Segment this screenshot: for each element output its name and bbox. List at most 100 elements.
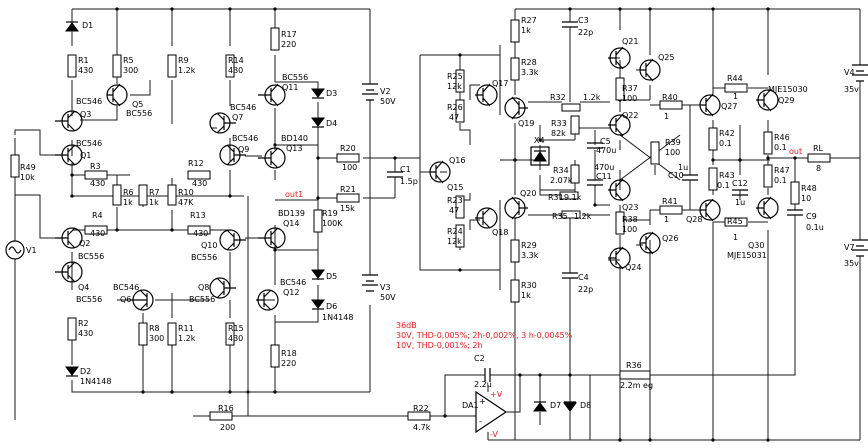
label-q22: Q22 — [622, 111, 638, 120]
label-d8: D8 — [580, 401, 591, 410]
resistor-r25 — [455, 69, 465, 93]
label-r12: R12 — [188, 159, 204, 168]
label-q4: Q4 — [78, 283, 89, 292]
transistor-q22 — [608, 113, 631, 137]
value-r3: 430 — [90, 179, 105, 188]
label-q21: Q21 — [622, 37, 638, 46]
value-r27: 1k — [521, 26, 531, 35]
label-r15: R15 — [228, 324, 244, 333]
value-q9: BC546 — [232, 134, 258, 143]
resistor-r8 — [138, 322, 148, 346]
resistor-r3 — [84, 170, 108, 180]
resistor-r35 — [561, 210, 581, 219]
label-d6: D6 — [326, 302, 337, 311]
value-r47: 0.1 — [774, 176, 787, 185]
resistor-r11 — [167, 322, 177, 346]
resistor-r43 — [708, 167, 718, 191]
opamp-da1 — [475, 390, 521, 434]
transistor-q12 — [256, 289, 279, 311]
capacitor-c11 — [587, 179, 603, 186]
label-c9: C9 — [806, 212, 817, 221]
battery-v7 — [852, 239, 868, 265]
ac-source-v1 — [5, 225, 25, 265]
label-r7: R7 — [149, 188, 160, 197]
resistor-r31 — [559, 191, 579, 200]
label-v3: V3 — [380, 283, 391, 292]
value-q30: MJE15031 — [727, 251, 767, 260]
battery-v4 — [852, 64, 868, 95]
label-c5: C5 — [600, 137, 611, 146]
gain-annotation: 36dB — [396, 321, 417, 330]
label-r6: R6 — [123, 188, 134, 197]
value-v2: 50V — [380, 97, 396, 106]
label-r40: R40 — [662, 93, 678, 102]
labels: D1 R1 430 R5 300 Q5 BC556 R9 1.2k R14 43… — [20, 16, 859, 439]
value-r36: 2.2m eg — [620, 381, 653, 390]
label-r43: R43 — [719, 171, 735, 180]
value-c9: 0.1u — [806, 223, 824, 232]
resistor-r36 — [619, 370, 651, 380]
resistor-r49 — [10, 154, 20, 178]
resistor-r27 — [510, 19, 520, 43]
label-r33: R33 — [551, 119, 567, 128]
label-c10: C10 — [668, 171, 684, 180]
value-q10: BC556 — [191, 253, 217, 262]
value-r5: 300 — [123, 66, 138, 75]
label-r41: R41 — [662, 197, 678, 206]
label-r27: R27 — [521, 16, 537, 25]
resistor-r22 — [407, 411, 431, 421]
label-r36: R36 — [626, 361, 642, 370]
value-q8: BC556 — [189, 295, 215, 304]
label-q23: Q23 — [622, 203, 638, 212]
value-r38: 100 — [622, 225, 637, 234]
resistor-r30 — [510, 279, 520, 303]
resistor-r1 — [67, 54, 77, 78]
transistor-q9 — [219, 144, 246, 166]
value-c1: 1.5p — [400, 177, 418, 186]
value-r48: 10 — [801, 194, 811, 203]
sources — [5, 64, 868, 434]
value-c2: 2.2u — [474, 380, 492, 389]
value-r22: 4.7k — [413, 423, 431, 432]
value-q13: BD140 — [281, 134, 308, 143]
label-q24: Q24 — [625, 263, 641, 272]
value-v3: 50V — [380, 293, 396, 302]
value-c3: 22p — [578, 28, 593, 37]
label-d5: D5 — [326, 272, 337, 281]
label-r17: R17 — [281, 30, 297, 39]
label-r48: R48 — [801, 184, 817, 193]
value-r40: 1 — [664, 112, 669, 121]
diode-d8 — [563, 401, 577, 412]
transistor-q16 — [429, 160, 451, 184]
value-r33: 82k — [551, 129, 566, 138]
transistor-q25 — [639, 58, 661, 82]
value-r11: 1.2k — [178, 334, 196, 343]
label-q5: Q5 — [132, 100, 143, 109]
capacitor-c4 — [562, 270, 578, 285]
label-r16: R16 — [218, 404, 234, 413]
label-r9: R9 — [178, 56, 189, 65]
value-r42: 0.1 — [719, 139, 732, 148]
value-r20: 100 — [342, 163, 357, 172]
value-r34: 2.07k — [550, 176, 573, 185]
value-r46: 0.1 — [774, 143, 787, 152]
transistor-q28 — [699, 198, 721, 222]
value-r19: 100K — [322, 219, 343, 228]
value-r13: 430 — [193, 229, 208, 238]
transistor-q10 — [219, 229, 246, 251]
value-r7: 1k — [149, 198, 159, 207]
thd-line-2: 10V, THD-0,001%; 2h — [396, 341, 483, 350]
value-r30: 1k — [521, 291, 531, 300]
label-d7: D7 — [550, 401, 561, 410]
value-d2: 1N4148 — [80, 377, 111, 386]
label-q13: Q13 — [286, 144, 302, 153]
value-q11: BC556 — [282, 73, 308, 82]
capacitor-c2 — [480, 368, 495, 382]
transistor-q4 — [55, 261, 83, 283]
value-r25: 12k — [447, 82, 462, 91]
value-r16: 200 — [220, 423, 235, 432]
label-q7: Q7 — [232, 113, 243, 122]
label-r8: R8 — [149, 324, 160, 333]
pin-opamp-minus: - — [479, 417, 482, 426]
label-r35: R35 — [552, 212, 568, 221]
